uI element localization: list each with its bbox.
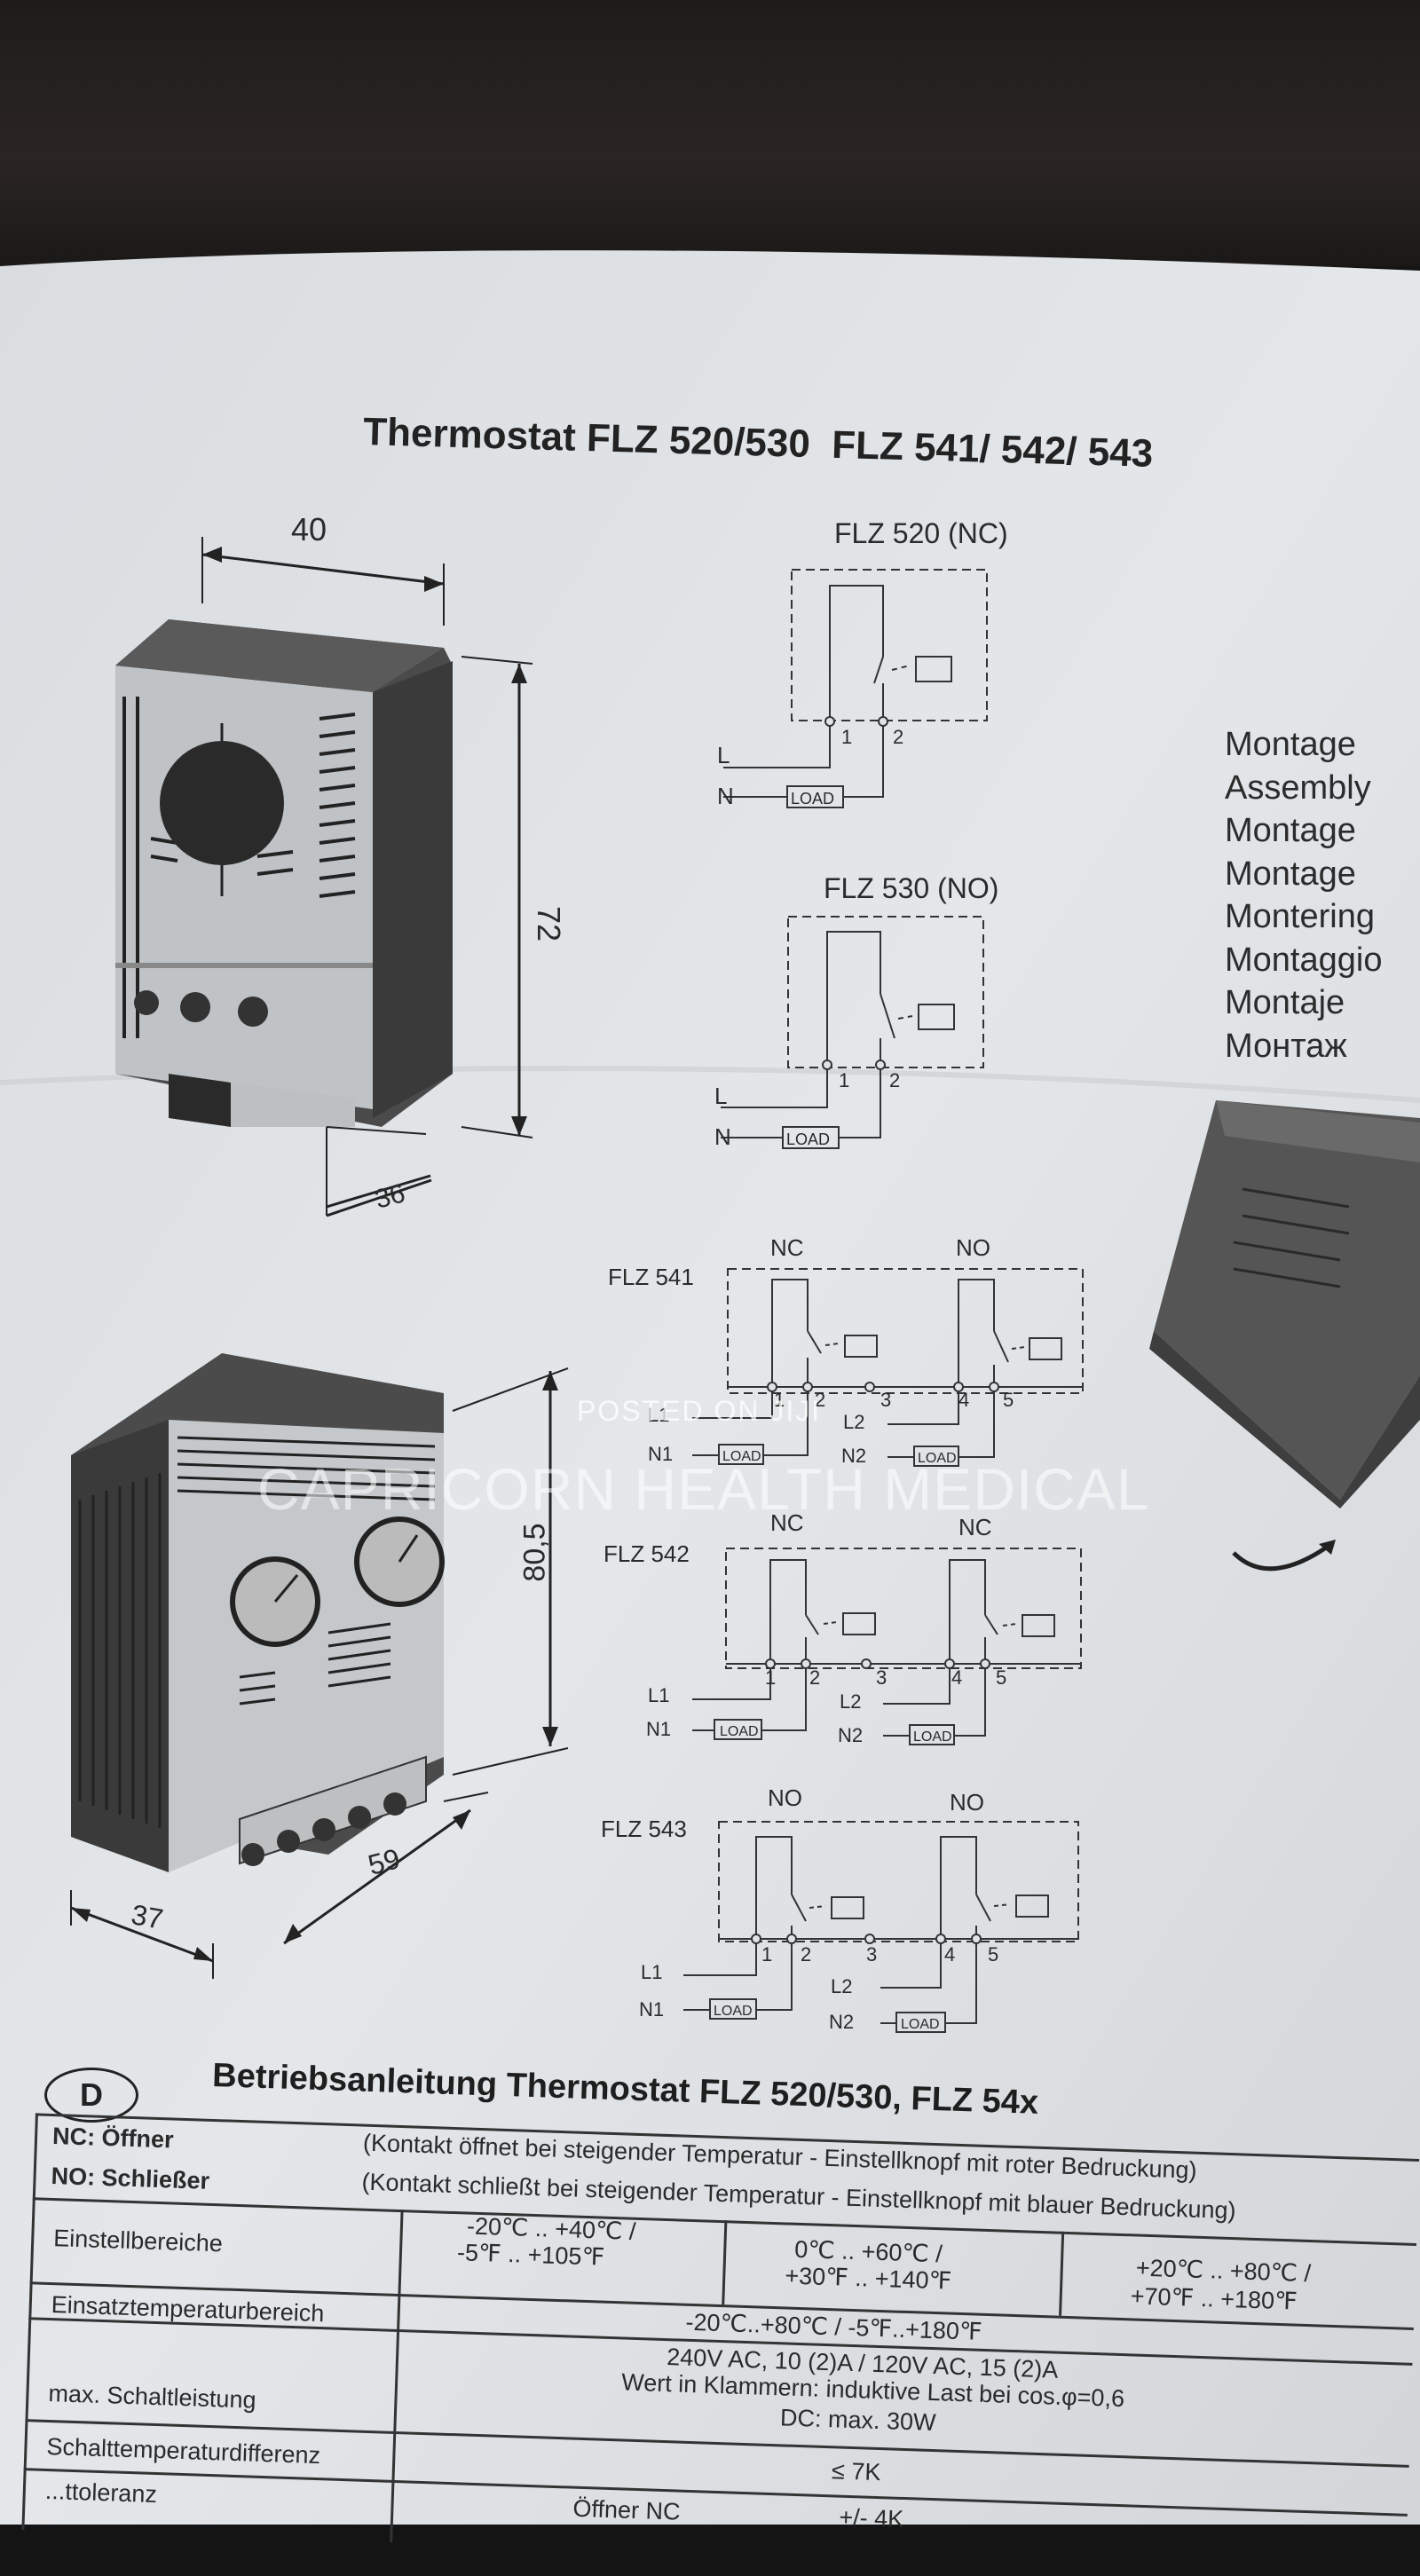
montage-word: Montage [1225,855,1356,893]
switching-difference-value: ≤ 7K [831,2457,881,2486]
dimension-height-label-large: 80,5 [517,1523,552,1582]
flz542-terminal-4: 4 [951,1666,962,1689]
flz530-l-label: L [714,1083,727,1109]
tolerance-value: +/- 4K [838,2503,904,2533]
setting-range-2-fahrenheit: +30℉ .. +140℉ [784,2262,952,2295]
language-badge: D [44,2068,138,2123]
flz542-l2-label: L2 [840,1690,861,1713]
flz542-terminal-3: 3 [876,1666,887,1689]
flz543-load1-label: LOAD [714,2004,753,2019]
table-rule [23,2468,1408,2517]
flz541-terminal-2: 2 [815,1389,825,1411]
montage-word: Монтаж [1225,1027,1347,1065]
flz542-terminal-2: 2 [809,1666,820,1689]
flz520-device-drawing [115,537,533,1217]
setting-range-3-fahrenheit: +70℉ .. +180℉ [1130,2282,1298,2315]
watermark-company: CAPRICORN HEALTH MEDICAL [257,1456,1150,1522]
tolerance-contact-type: Öffner NC [572,2494,682,2525]
flz542-load2-label: LOAD [913,1729,952,1745]
montage-word: Montage [1225,726,1356,763]
flz542-terminal-5: 5 [996,1666,1006,1689]
flz543-left-type: NO [768,1784,802,1811]
dimension-height-label: 72 [531,905,568,942]
flz520-title: FLZ 520 (NC) [834,517,1008,549]
specs-table: NC: Öffner (Kontakt öffnet bei steigende… [0,2112,1420,2576]
max-switching-capacity-label: max. Schaltleistung [48,2379,257,2414]
flz543-terminal-5: 5 [988,1943,998,1965]
flz541-right-type: NO [956,1234,990,1261]
setting-range-3-celsius: +20℃ .. +80℃ / [1135,2254,1312,2288]
flz542-terminal-1: 1 [765,1666,776,1689]
dimension-depth-label-large: 37 [129,1898,166,1935]
flz530-terminal-2: 2 [889,1069,900,1091]
flz541-l2-label: L2 [843,1411,864,1433]
flz520-l-label: L [717,742,730,768]
max-switching-capacity-dc: DC: max. 30W [779,2404,936,2437]
flz543-title: FLZ 543 [601,1816,687,1842]
montage-translations: Montage Assembly Montage Montage Monteri… [1225,723,1382,1067]
flz541-n2-label: N2 [841,1445,866,1467]
dimension-width-label: 40 [291,511,327,547]
flz541-left-type: NC [770,1234,804,1261]
switching-difference-label: Schalttemperaturdifferenz [46,2432,321,2470]
flz541-terminal-3: 3 [880,1389,891,1411]
flz542-load1-label: LOAD [720,1724,759,1739]
flz530-title: FLZ 530 (NO) [824,872,998,904]
flz541-load1-label: LOAD [722,1449,761,1464]
montage-word: Montaje [1225,984,1345,1021]
flz541-n1-label: N1 [648,1443,673,1465]
no-label: NO: Schließer [51,2162,210,2194]
flz530-n-label: N [714,1123,731,1150]
flz543-l2-label: L2 [831,1975,852,1997]
flz542-n2-label: N2 [838,1724,863,1746]
table-rule [722,2220,728,2305]
tolerance-label: ...ttoleranz [44,2477,158,2509]
flz54x-device-drawing [70,1353,569,1979]
flz541-terminal-4: 4 [958,1389,969,1411]
flz543-n1-label: N1 [639,1998,664,2021]
flz543-terminal-1: 1 [761,1943,772,1965]
flz543-load2-label: LOAD [901,2017,940,2032]
flz542-right-type: NC [958,1514,992,1540]
flz543-terminal-2: 2 [801,1943,811,1965]
nc-label: NC: Öffner [51,2122,175,2154]
flz542-n1-label: N1 [646,1718,671,1740]
montage-word: Montage [1225,812,1356,849]
wiring-diagrams: FLZ 520 (NC) L N LOAD 1 2 FLZ 530 (NO) L… [601,517,1084,2033]
table-rule [390,2210,404,2542]
table-rule [1059,2231,1065,2316]
setting-range-1-fahrenheit: -5℉ .. +105℉ [456,2239,605,2271]
watermark-posted-on: POSTED ON JIJI [577,1395,822,1427]
flz542-left-type: NC [770,1509,804,1536]
background-dark-surface [0,0,1420,266]
setting-range-label: Einstellbereiche [52,2225,224,2257]
flz520-n-label: N [717,783,734,809]
flz542-title: FLZ 542 [604,1540,690,1567]
flz543-n2-label: N2 [829,2011,854,2033]
flz520-load-label: LOAD [791,790,834,807]
flz543-l1-label: L1 [641,1961,662,1983]
flz543-terminal-3: 3 [866,1943,877,1965]
flz541-terminal-5: 5 [1003,1389,1014,1411]
flz543-terminal-4: 4 [944,1943,955,1965]
montage-word: Montering [1225,898,1375,935]
flz541-title: FLZ 541 [608,1264,694,1290]
flz530-load-label: LOAD [786,1130,830,1148]
flz520-terminal-1: 1 [841,726,852,748]
flz541-load2-label: LOAD [918,1451,957,1466]
flz530-terminal-1: 1 [839,1069,849,1091]
mounting-illustration [1149,1100,1420,1572]
flz520-terminal-2: 2 [893,726,903,748]
flz541-l1-label: L1 [648,1404,669,1426]
flz542-l1-label: L1 [648,1684,669,1706]
flz541-terminal-1: 1 [774,1389,785,1411]
flz543-right-type: NO [950,1789,984,1816]
montage-word: Assembly [1225,768,1371,807]
montage-word: Montaggio [1225,941,1383,979]
